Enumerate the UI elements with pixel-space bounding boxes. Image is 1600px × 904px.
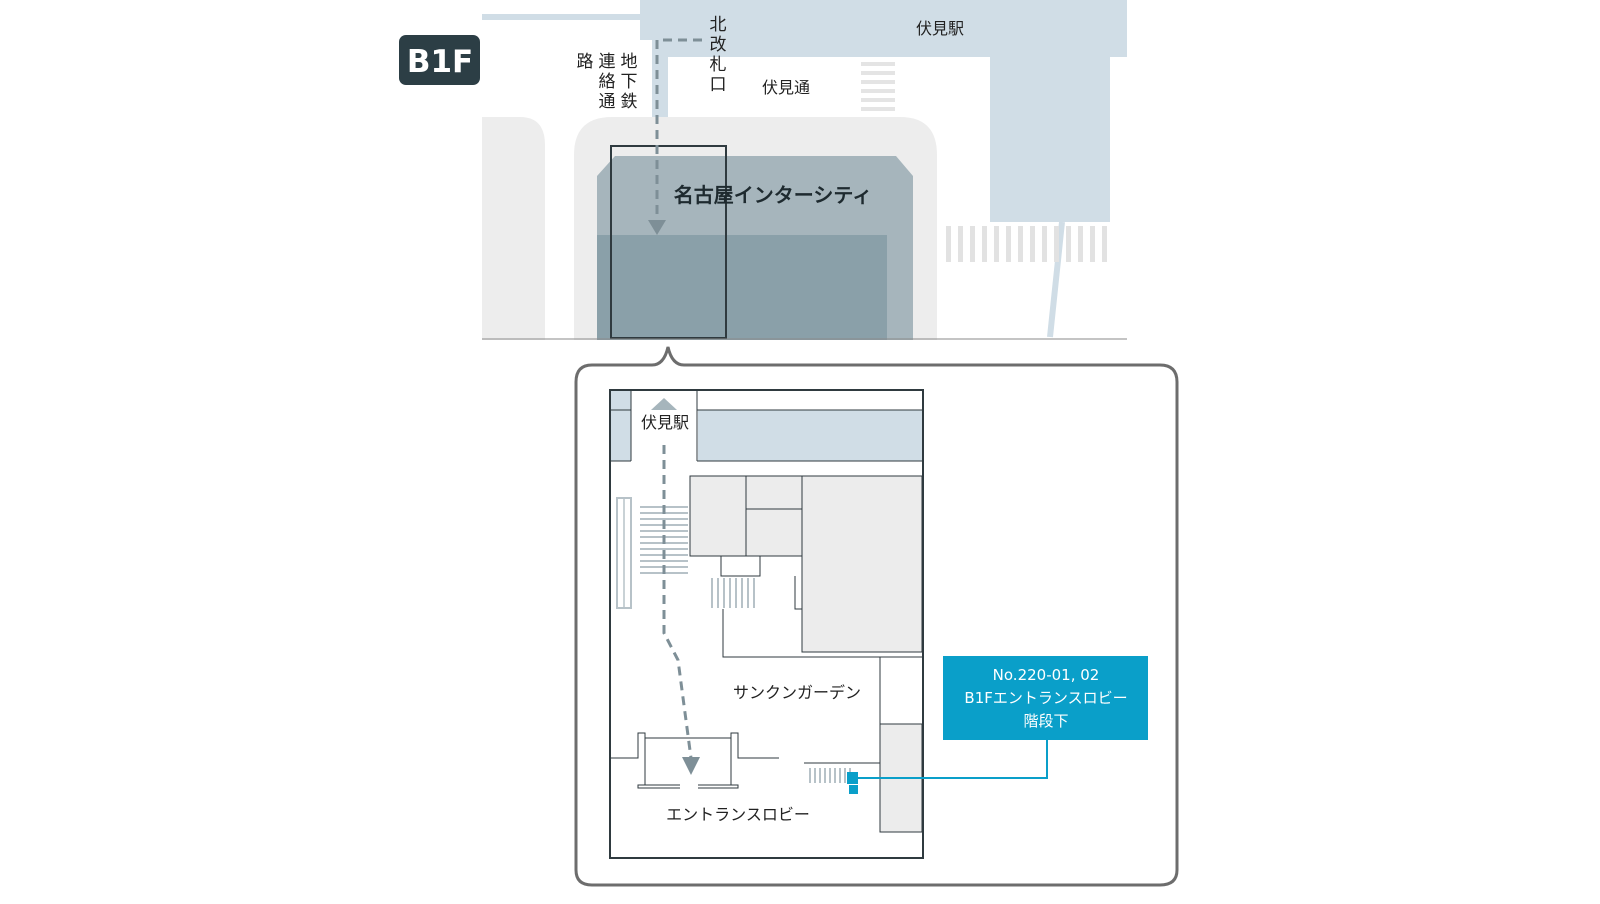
crosswalk-east — [946, 226, 1107, 262]
station-concourse — [640, 0, 1127, 222]
detail-station-label: 伏見駅 — [641, 413, 689, 432]
vertical-char: 改 — [710, 35, 727, 55]
floor-badge — [399, 35, 480, 85]
vertical-char: 地 — [621, 52, 638, 72]
vertical-char: 下 — [621, 72, 638, 92]
north-gate-label: 北改札口 — [710, 15, 727, 95]
vertical-char: 通 — [599, 92, 616, 112]
detail-area-highlight — [610, 145, 727, 339]
station-label: 伏見駅 — [916, 19, 964, 38]
entrance-door-east — [698, 732, 779, 789]
vertical-char: 札 — [710, 55, 727, 75]
location-marker-base — [849, 785, 858, 794]
callout-line-3: 階段下 — [1023, 712, 1068, 730]
street-label: 伏見通 — [762, 78, 810, 97]
floor-plan-outline — [609, 389, 924, 859]
passage-line-east — [1047, 221, 1065, 338]
stairs-middle — [711, 578, 755, 608]
floor-plan: 伏見駅 サンクンガーデン エントランスロビー — [609, 389, 1048, 859]
stairs-lobby — [809, 768, 851, 783]
vertical-char: 口 — [710, 75, 727, 95]
floor-badge-text: B1F — [407, 44, 473, 80]
location-marker — [847, 772, 858, 784]
building-lower-section — [597, 235, 887, 340]
north-arrow-icon — [651, 398, 677, 410]
road-block-west — [482, 117, 545, 340]
north-strip-left — [611, 391, 631, 461]
detail-route — [662, 445, 693, 759]
vertical-char: 連 — [599, 52, 616, 72]
detail-bubble: 伏見駅 サンクンガーデン エントランスロビー No.220-01, 02 B1F… — [574, 346, 1179, 887]
building-label: 名古屋インターシティ — [674, 183, 872, 207]
overview-route-arrow-icon — [648, 220, 666, 235]
detail-route-arrow-icon — [682, 757, 700, 775]
overview-route — [655, 38, 702, 222]
crosswalk-north — [861, 62, 895, 111]
callout-leader-line — [858, 740, 1048, 779]
vertical-char: 絡 — [599, 72, 616, 92]
sunken-garden-label: サンクンガーデン — [733, 683, 861, 702]
vertical-char: 北 — [710, 15, 727, 35]
vertical-char: 鉄 — [621, 92, 638, 112]
entrance-door-west — [611, 732, 680, 789]
entrance-lobby-label: エントランスロビー — [666, 805, 810, 824]
overview-map: 伏見駅 伏見通 北改札口 地下鉄連絡通路 名古屋インターシティ B1F — [399, 0, 1127, 340]
subway-passage-label: 地下鉄連絡通路 — [577, 52, 638, 112]
location-callout — [943, 656, 1148, 740]
north-strip-right — [698, 410, 922, 461]
callout-line-2: B1Fエントランスロビー — [964, 689, 1127, 707]
callout-line-1: No.220-01, 02 — [993, 666, 1100, 684]
vertical-char: 路 — [577, 52, 594, 72]
